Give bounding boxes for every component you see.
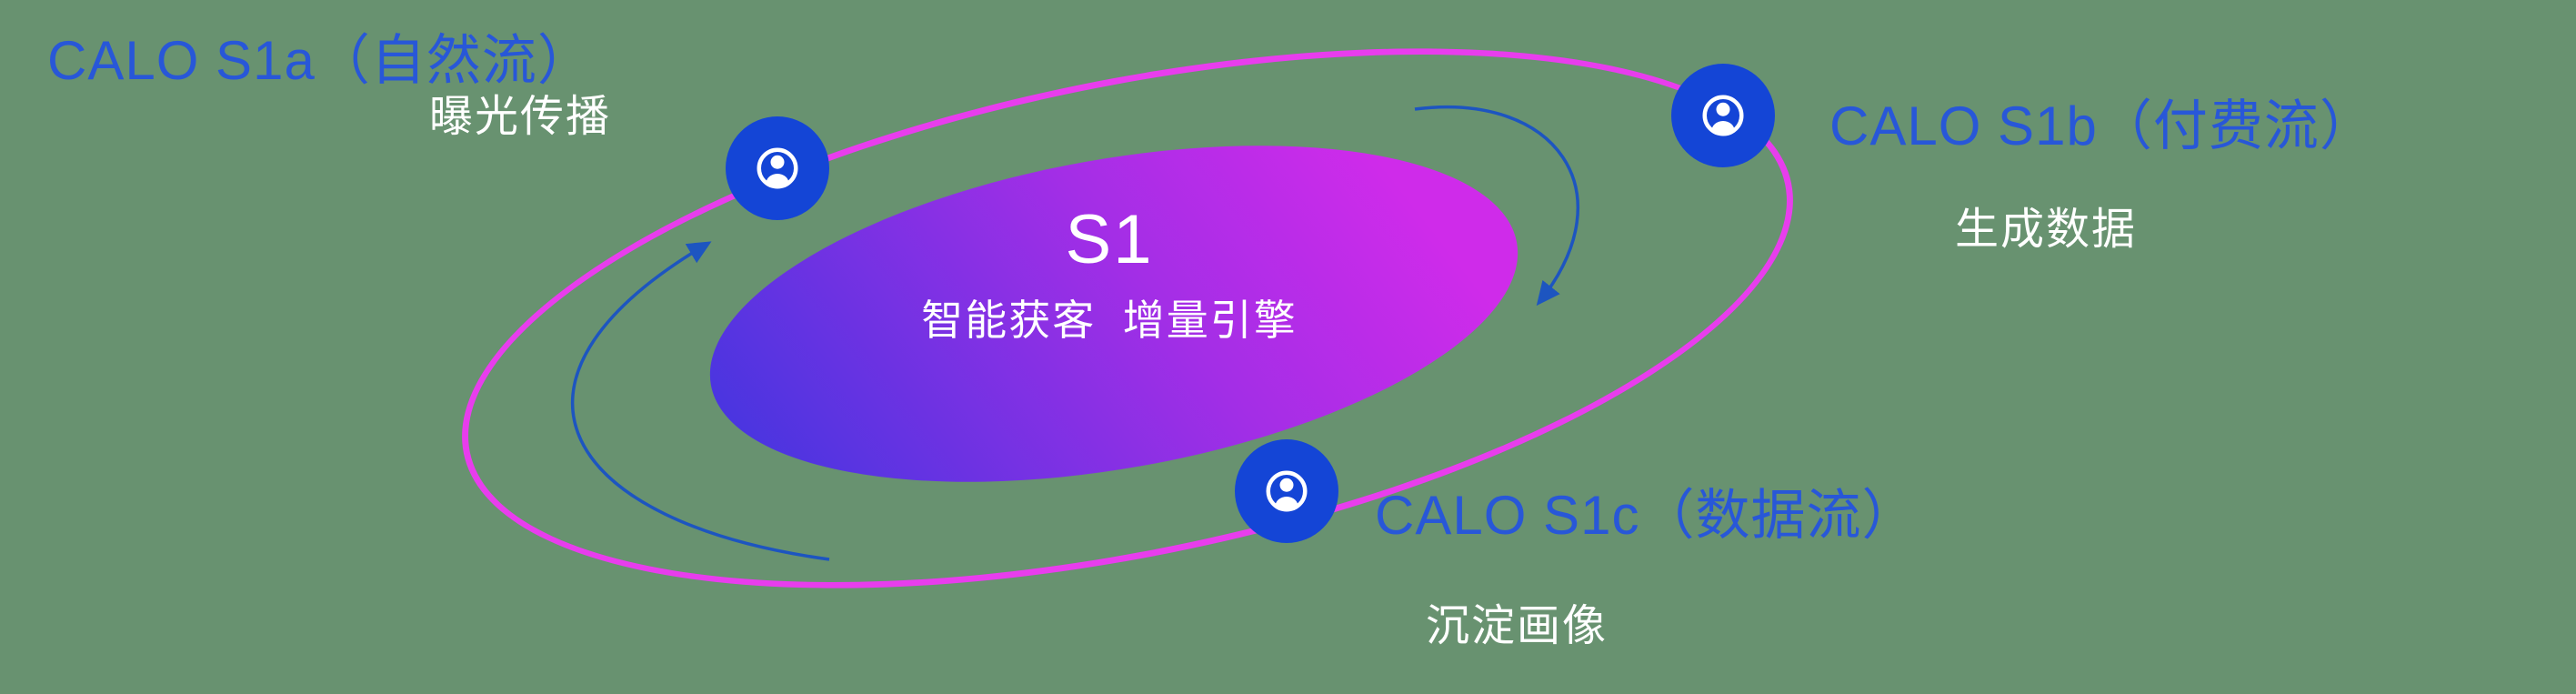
node-s1c	[1235, 439, 1338, 543]
node-s1a-title: CALO S1a（自然流）	[47, 30, 593, 91]
node-s1b	[1671, 64, 1775, 167]
core-title: S1	[1065, 201, 1154, 278]
person-icon	[1254, 458, 1319, 524]
node-s1b-subtitle: 生成数据	[1955, 206, 2138, 254]
node-s1b-title: CALO S1b（付费流）	[1829, 96, 2375, 156]
node-s1c-title: CALO S1c（数据流）	[1375, 485, 1918, 546]
person-icon	[745, 136, 810, 201]
person-icon	[1690, 83, 1756, 148]
core-subtitle: 智能获客 增量引擎	[921, 297, 1298, 344]
core-label-group: S1 智能获客 增量引擎	[837, 202, 1382, 347]
node-s1c-subtitle: 沉淀画像	[1426, 602, 1609, 650]
node-s1a-subtitle: 曝光传播	[429, 93, 612, 141]
node-s1a	[726, 116, 829, 220]
